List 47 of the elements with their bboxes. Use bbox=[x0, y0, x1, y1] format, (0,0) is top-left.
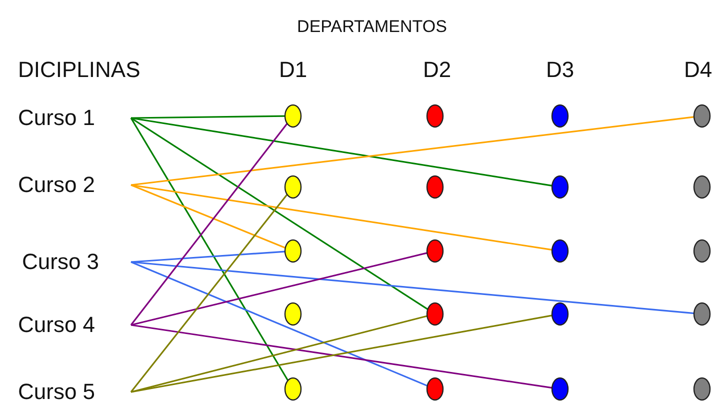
column-header: D1 bbox=[278, 57, 308, 83]
department-dot bbox=[284, 302, 302, 326]
department-dot bbox=[551, 104, 569, 128]
connector-line bbox=[130, 250, 286, 263]
department-dot bbox=[693, 239, 711, 263]
department-dot bbox=[426, 175, 444, 199]
department-dot bbox=[693, 175, 711, 199]
column-header: D2 bbox=[422, 57, 452, 83]
department-dot bbox=[426, 239, 444, 263]
department-dot bbox=[426, 302, 444, 326]
department-dot bbox=[551, 302, 569, 326]
connector-line bbox=[130, 118, 289, 381]
department-dot bbox=[693, 104, 711, 128]
connector-line bbox=[130, 184, 552, 251]
column-header: D4 bbox=[684, 57, 712, 83]
department-dot bbox=[551, 239, 569, 263]
department-dot bbox=[693, 302, 711, 326]
connector-line bbox=[130, 117, 552, 186]
department-dot bbox=[426, 377, 444, 401]
department-dot bbox=[693, 377, 711, 401]
department-dot bbox=[284, 239, 302, 263]
connector-line bbox=[130, 252, 428, 326]
department-dot bbox=[284, 377, 302, 401]
connector-line bbox=[130, 314, 552, 393]
course-label: Curso 4 bbox=[18, 312, 131, 338]
column-header: D3 bbox=[546, 57, 574, 83]
department-dot bbox=[551, 377, 569, 401]
connector-line bbox=[130, 116, 694, 186]
course-label: Curso 1 bbox=[18, 105, 131, 131]
connector-line bbox=[130, 184, 286, 249]
column-group-heading: DEPARTAMENTOS bbox=[297, 16, 447, 38]
connector-line bbox=[130, 315, 428, 393]
connector-line bbox=[131, 115, 285, 119]
connector-line bbox=[130, 117, 428, 310]
department-dot bbox=[426, 104, 444, 128]
department-dot bbox=[284, 104, 302, 128]
department-dot bbox=[551, 175, 569, 199]
course-label: Curso 2 bbox=[18, 172, 131, 198]
connector-line bbox=[130, 324, 552, 389]
course-label: Curso 3 bbox=[22, 249, 131, 275]
connector-line bbox=[130, 194, 288, 392]
course-label: Curso 5 bbox=[18, 379, 131, 404]
department-dot bbox=[284, 175, 302, 199]
connector-line bbox=[130, 261, 428, 387]
row-header: DICIPLINAS bbox=[18, 57, 140, 83]
connector-line bbox=[130, 123, 288, 326]
connector-line bbox=[130, 261, 694, 314]
